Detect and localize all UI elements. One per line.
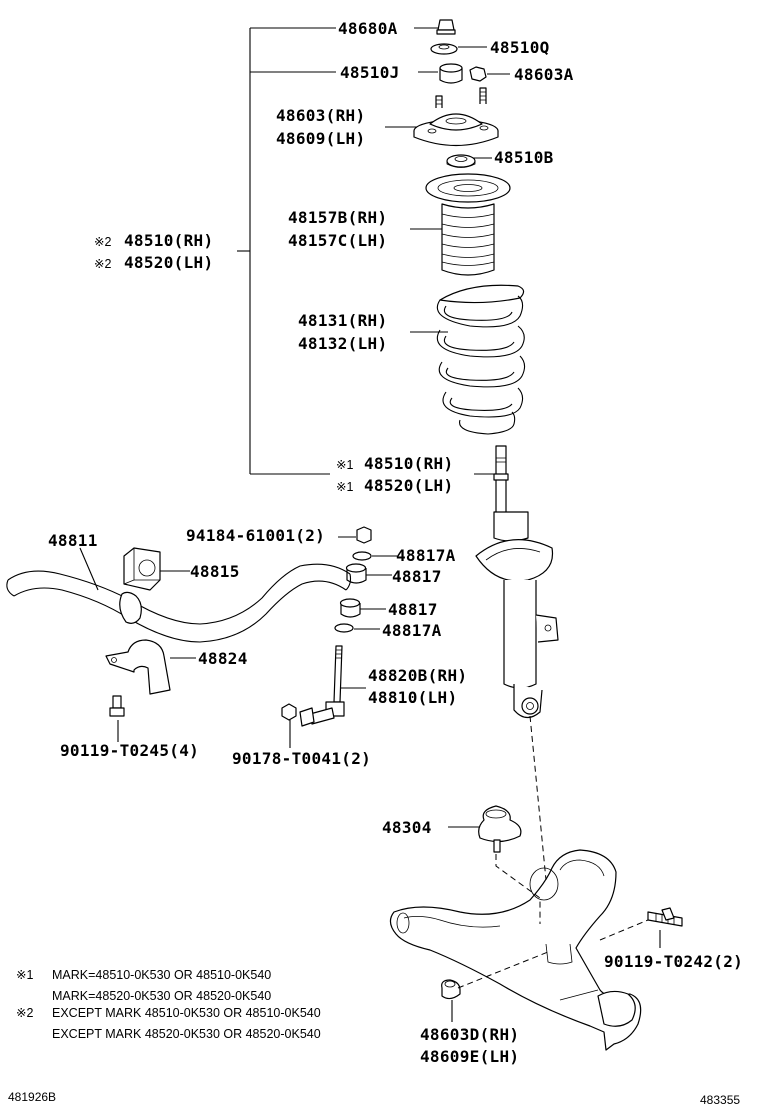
stabilizer-bushing bbox=[123, 547, 161, 591]
coil-spring bbox=[436, 284, 526, 435]
arm-bushing-48304 bbox=[478, 805, 522, 853]
mark-2-a: ※2 bbox=[94, 235, 111, 249]
label-90178: 90178-T0041(2) bbox=[232, 749, 371, 768]
label-48811: 48811 bbox=[48, 531, 98, 550]
dust-boot bbox=[425, 173, 511, 276]
nut-90178-T0041 bbox=[281, 703, 297, 721]
label-48131: 48131(RH) bbox=[298, 311, 387, 330]
label-48817-top: 48817 bbox=[392, 567, 442, 586]
label-48157B: 48157B(RH) bbox=[288, 208, 387, 227]
cushion-retainer-top bbox=[352, 551, 372, 561]
note-2-line-2: EXCEPT MARK 48520-0K530 OR 48520-0K540 bbox=[52, 1027, 321, 1041]
bolt-90119-T0245 bbox=[109, 695, 125, 717]
note-1-line-2: MARK=48520-0K530 OR 48520-0K540 bbox=[52, 989, 271, 1003]
shock-absorber bbox=[475, 445, 559, 719]
footer-left-code: 481926B bbox=[8, 1090, 56, 1104]
label-48609E: 48609E(LH) bbox=[420, 1047, 519, 1066]
label-48510Q: 48510Q bbox=[490, 38, 550, 57]
nut-48603A bbox=[469, 66, 487, 82]
mark-1-b: ※1 bbox=[336, 480, 353, 494]
label-48603RH: 48603(RH) bbox=[276, 106, 365, 125]
label-48520LH-1: 48520(LH) bbox=[364, 476, 453, 495]
stabilizer-link-nut bbox=[356, 526, 372, 544]
label-48157C: 48157C(LH) bbox=[288, 231, 387, 250]
arm-bushing-48603D bbox=[441, 979, 461, 1000]
nut-cap-48680A bbox=[436, 19, 456, 35]
bushing-48510J bbox=[439, 63, 463, 84]
label-94184: 94184-61001(2) bbox=[186, 526, 325, 545]
cushion-retainer-bottom bbox=[334, 623, 354, 633]
washer-48510Q bbox=[430, 43, 458, 55]
note-2-line-1: EXCEPT MARK 48510-0K530 OR 48510-0K540 bbox=[52, 1006, 321, 1020]
label-48132: 48132(LH) bbox=[298, 334, 387, 353]
bolt-90119-T0242 bbox=[647, 907, 683, 927]
note-mark-1: ※1 bbox=[16, 968, 33, 982]
label-48510J: 48510J bbox=[340, 63, 400, 82]
mark-2-b: ※2 bbox=[94, 257, 111, 271]
label-48510RH-1: 48510(RH) bbox=[364, 454, 453, 473]
stabilizer-bracket bbox=[105, 639, 171, 695]
note-1-line-1: MARK=48510-0K530 OR 48510-0K540 bbox=[52, 968, 271, 982]
stabilizer-link bbox=[299, 645, 345, 727]
label-90119-T0245: 90119-T0245(4) bbox=[60, 741, 199, 760]
label-48609LH: 48609(LH) bbox=[276, 129, 365, 148]
cushion-bottom bbox=[339, 598, 361, 618]
note-mark-2: ※2 bbox=[16, 1006, 33, 1020]
upper-support-mount bbox=[413, 87, 499, 147]
bearing-48510B bbox=[446, 154, 476, 168]
label-48824: 48824 bbox=[198, 649, 248, 668]
label-48510B: 48510B bbox=[494, 148, 554, 167]
label-48820B: 48820B(RH) bbox=[368, 666, 467, 685]
label-48603A: 48603A bbox=[514, 65, 574, 84]
cushion-top bbox=[345, 563, 367, 584]
label-48304: 48304 bbox=[382, 818, 432, 837]
stabilizer-bar bbox=[6, 563, 352, 643]
assembly-bracket bbox=[237, 27, 336, 475]
label-48815: 48815 bbox=[190, 562, 240, 581]
label-48817A-top: 48817A bbox=[396, 546, 456, 565]
label-48603D: 48603D(RH) bbox=[420, 1025, 519, 1044]
label-90119-T0242: 90119-T0242(2) bbox=[604, 952, 743, 971]
footer-right-code: 483355 bbox=[700, 1093, 740, 1107]
label-48810: 48810(LH) bbox=[368, 688, 457, 707]
label-48680A: 48680A bbox=[338, 19, 398, 38]
mark-1-a: ※1 bbox=[336, 458, 353, 472]
label-48817A-bottom: 48817A bbox=[382, 621, 442, 640]
label-48510RH-2: 48510(RH) bbox=[124, 231, 213, 250]
lower-control-arm bbox=[389, 849, 642, 1051]
label-48817-bottom: 48817 bbox=[388, 600, 438, 619]
dashed-assembly-lines bbox=[457, 715, 649, 989]
label-48520LH-2: 48520(LH) bbox=[124, 253, 213, 272]
